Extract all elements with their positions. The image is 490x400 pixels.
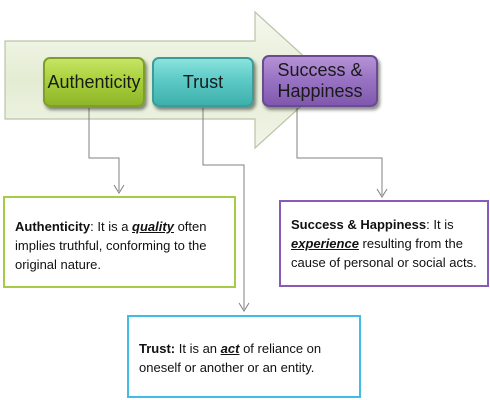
step-success-label: Success & Happiness xyxy=(277,60,363,101)
description-authenticity: Authenticity: It is a quality often impl… xyxy=(3,196,236,288)
authenticity-keyword: quality xyxy=(132,219,174,234)
connector-success xyxy=(296,108,383,195)
step-authenticity-label: Authenticity xyxy=(47,71,141,92)
step-success-happiness: Success & Happiness xyxy=(262,55,378,107)
success-text-before: It is xyxy=(429,217,454,232)
description-success-happiness: Success & Happiness: It is experience re… xyxy=(279,200,489,287)
connector-trust xyxy=(202,108,245,309)
description-trust: Trust: It is an act of reliance on onese… xyxy=(127,315,361,398)
step-trust: Trust xyxy=(152,57,254,107)
success-text-after: resulting from the cause of personal or … xyxy=(291,236,477,270)
success-colon: : xyxy=(426,217,430,232)
authenticity-text-after: often implies truthful, conforming to th… xyxy=(15,219,207,272)
step-authenticity: Authenticity xyxy=(43,57,145,107)
step-trust-label: Trust xyxy=(182,71,224,92)
connector-success-arrowhead xyxy=(376,188,388,198)
authenticity-colon: : xyxy=(90,219,94,234)
trust-term: Trust: xyxy=(139,341,176,356)
authenticity-term: Authenticity xyxy=(15,219,91,234)
connector-authenticity xyxy=(88,108,120,191)
success-term: Success & Happiness xyxy=(291,217,427,232)
success-keyword: experience xyxy=(291,236,359,251)
connector-authenticity-arrowhead xyxy=(113,184,125,194)
authenticity-text-before: It is a xyxy=(93,219,133,234)
trust-keyword: act xyxy=(220,341,240,356)
connector-trust-arrowhead xyxy=(238,302,250,312)
trust-text-after: of reliance on oneself or another or an … xyxy=(139,341,322,375)
trust-text-before: It is an xyxy=(175,341,221,356)
